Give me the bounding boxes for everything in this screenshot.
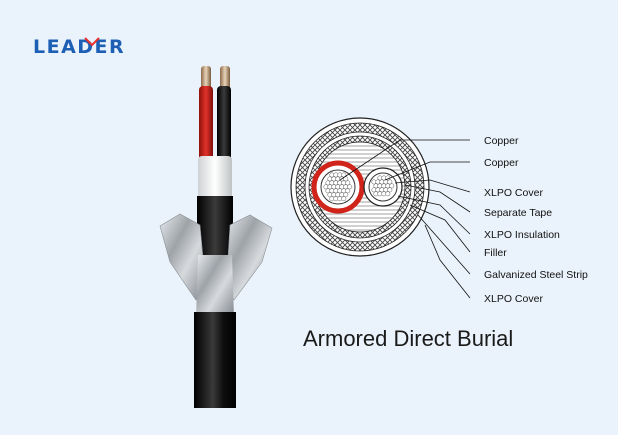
strand <box>345 188 351 194</box>
label-copper-1: Copper <box>484 135 519 147</box>
diagram-title: Armored Direct Burial <box>303 326 513 351</box>
strand <box>347 184 353 190</box>
copper-strands <box>323 172 395 202</box>
label-xlpo-cover-outer: XLPO Cover <box>484 293 543 305</box>
logo-accent-icon <box>84 37 100 47</box>
strand <box>389 183 395 189</box>
cross-section-labels: Copper Copper XLPO Cover Separate Tape X… <box>484 135 588 305</box>
cross-section-diagram <box>290 117 430 257</box>
white-inner-cover <box>198 156 232 202</box>
strand <box>345 180 351 186</box>
strand <box>343 176 349 182</box>
label-steel-strip: Galvanized Steel Strip <box>484 269 588 281</box>
strand <box>387 187 393 193</box>
black-conductor <box>217 86 231 164</box>
cable-photo <box>159 66 273 408</box>
logo-text: LEADER <box>33 36 125 58</box>
label-filler: Filler <box>484 247 507 259</box>
brand-logo: LEADER <box>33 36 125 58</box>
strand <box>387 179 393 185</box>
label-separate-tape: Separate Tape <box>484 207 552 219</box>
label-copper-2: Copper <box>484 157 519 169</box>
strand <box>385 191 391 197</box>
label-xlpo-cover-inner: XLPO Cover <box>484 187 543 199</box>
label-xlpo-insulation: XLPO Insulation <box>484 229 560 241</box>
leader-lines <box>339 139 471 299</box>
red-conductor <box>199 86 213 164</box>
outer-jacket <box>194 312 236 408</box>
strand <box>341 196 347 202</box>
strand <box>343 192 349 198</box>
